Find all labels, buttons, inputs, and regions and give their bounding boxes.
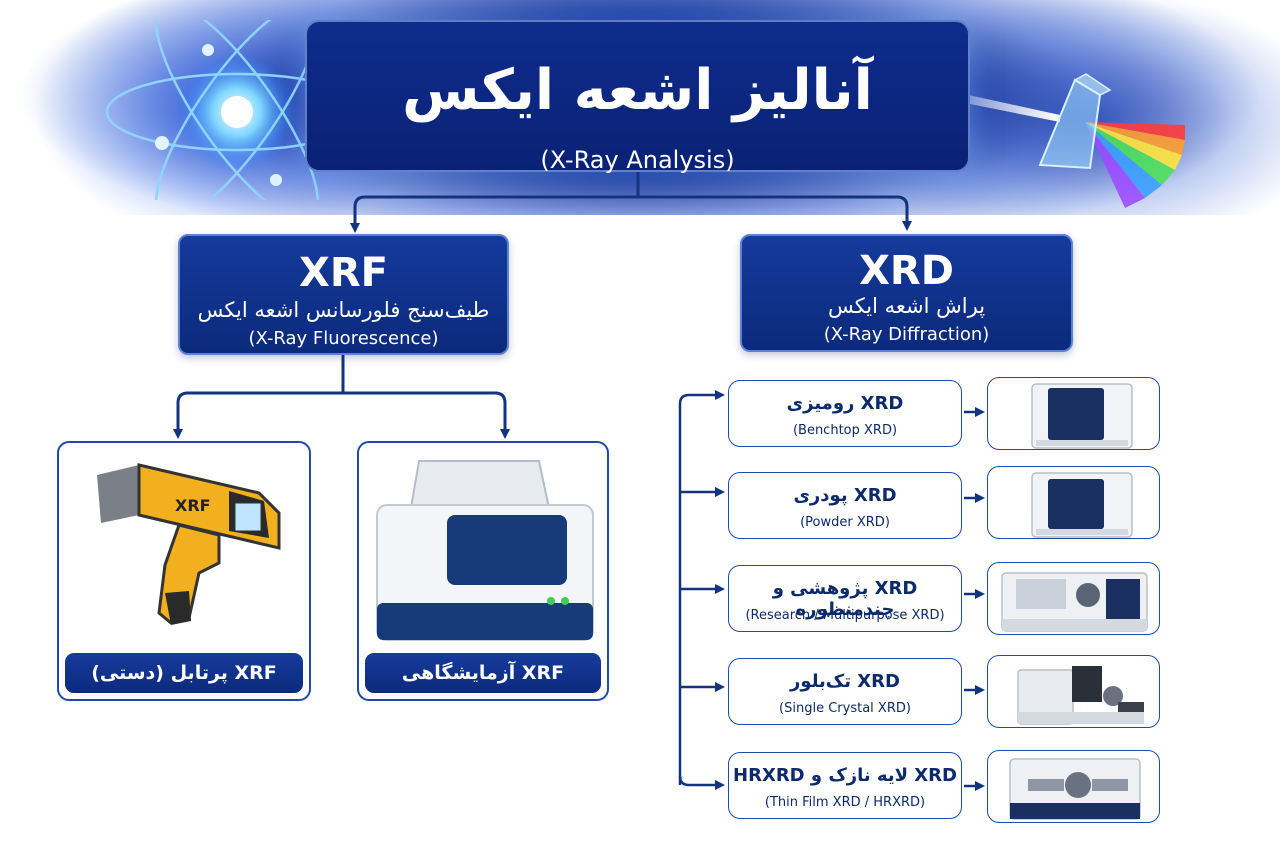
title-box: آنالیز اشعه ایکس (X-Ray Analysis) — [305, 20, 970, 174]
xrf-code: XRF — [299, 250, 388, 296]
powder-xrd-image — [987, 466, 1160, 539]
xrd-type-name-en: (Single Crystal XRD) — [779, 701, 911, 716]
xrd-type-single-crystal: XRD تک‌بلور (Single Crystal XRD) — [728, 658, 962, 725]
xrd-type-name-en: (Research / Multipurpose XRD) — [745, 608, 945, 623]
xrf-box: XRF طیف‌سنج فلورسانس اشعه ایکس (X-Ray Fl… — [178, 234, 509, 355]
prism-icon — [900, 73, 1185, 208]
xrf-name-fa: طیف‌سنج فلورسانس اشعه ایکس — [197, 298, 490, 322]
thin-film-xrd-icon — [1009, 758, 1141, 820]
benchtop-xrd-icon — [1031, 383, 1133, 449]
xrd-type-powder: XRD پودری (Powder XRD) — [728, 472, 962, 539]
benchtop-xrd-image — [987, 377, 1160, 450]
xrd-type-thin-film: XRD لایه نازک و HRXRD (Thin Film XRD / H… — [728, 752, 962, 819]
xrd-code: XRD — [859, 248, 954, 294]
handheld-xrf-text: XRF — [175, 496, 211, 515]
xrd-type-name-fa: XRD رومیزی — [786, 393, 904, 414]
xrd-box: XRD پراش اشعه ایکس (X-Ray Diffraction) — [740, 234, 1073, 352]
xrf-name-en: (X-Ray Fluorescence) — [248, 328, 439, 349]
xrd-type-name-fa: XRD پودری — [793, 485, 897, 506]
xrd-type-benchtop: XRD رومیزی (Benchtop XRD) — [728, 380, 962, 447]
single-crystal-xrd-image — [987, 655, 1160, 728]
xrd-type-name-fa: XRD لایه نازک و HRXRD — [733, 765, 957, 786]
xrd-type-name-en: (Powder XRD) — [800, 515, 890, 530]
xrd-name-fa: پراش اشعه ایکس — [827, 294, 986, 318]
xrd-type-name-fa: XRD پژوهشی و چندمنظوره — [772, 578, 918, 620]
xrd-type-name-en: (Thin Film XRD / HRXRD) — [764, 795, 926, 810]
page-title: آنالیز اشعه ایکس — [402, 58, 873, 123]
handheld-xrf-analyzer-icon: XRF — [97, 463, 281, 625]
handheld-xrf-card: XRF XRF پرتابل (دستی) — [57, 441, 311, 701]
xrd-name-en: (X-Ray Diffraction) — [823, 324, 990, 345]
research-xrd-icon — [1001, 572, 1148, 632]
xrd-type-name-fa: XRD تک‌بلور — [790, 671, 900, 692]
xrd-type-research: XRD پژوهشی و چندمنظوره (Research / Multi… — [728, 565, 962, 632]
xrd-type-name-en: (Benchtop XRD) — [792, 423, 898, 438]
powder-xrd-icon — [1031, 472, 1133, 538]
lab-xrf-label: XRF آزمایشگاهی — [365, 653, 601, 693]
handheld-xrf-label: XRF پرتابل (دستی) — [65, 653, 303, 693]
single-crystal-xrd-icon — [1017, 666, 1144, 725]
benchtop-xrf-instrument-icon — [376, 460, 594, 641]
thin-film-xrd-image — [987, 750, 1160, 823]
lab-xrf-card: XRF آزمایشگاهی — [357, 441, 609, 701]
page-subtitle: (X-Ray Analysis) — [540, 146, 735, 174]
research-xrd-image — [987, 562, 1160, 635]
